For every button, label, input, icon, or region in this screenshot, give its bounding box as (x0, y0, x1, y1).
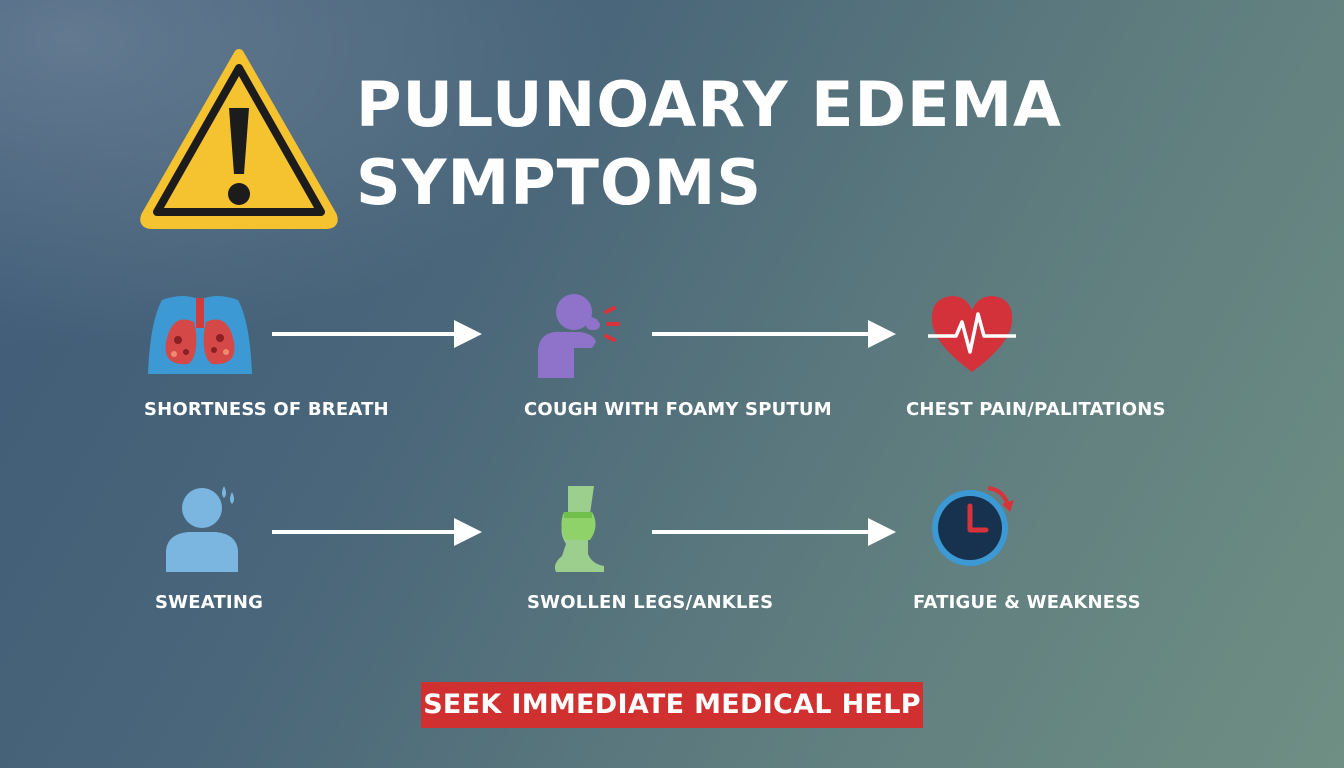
seek-help-banner: SEEK IMMEDIATE MEDICAL HELP (421, 682, 923, 728)
arrow-2 (652, 320, 896, 348)
symptom-label-shortness-of-breath: SHORTNESS OF BREATH (144, 399, 389, 420)
title-line-1: PULUNOARY EDEMA (356, 68, 1063, 141)
warning-triangle-icon (140, 49, 338, 229)
arrow-3 (272, 518, 482, 546)
page-title: PULUNOARY EDEMA SYMPTOMS (356, 66, 1062, 222)
symptom-label-chest-pain: CHEST PAIN/PALITATIONS (906, 399, 1166, 420)
symptom-label-cough: COUGH WITH FOAMY SPUTUM (524, 399, 832, 420)
heart-pulse-icon (928, 296, 1016, 372)
coughing-person-icon (538, 294, 620, 378)
symptom-label-swollen-legs: SWOLLEN LEGS/ANKLES (527, 592, 774, 613)
symptom-label-fatigue: FATIGUE & WEAKNESS (913, 592, 1141, 613)
swollen-leg-icon (554, 486, 604, 572)
sweating-person-icon (166, 486, 238, 572)
title-line-2: SYMPTOMS (356, 146, 763, 219)
clock-icon (932, 486, 1014, 566)
arrow-4 (652, 518, 896, 546)
arrow-1 (272, 320, 482, 348)
lungs-icon (148, 296, 252, 374)
symptom-label-sweating: SWEATING (155, 592, 264, 613)
